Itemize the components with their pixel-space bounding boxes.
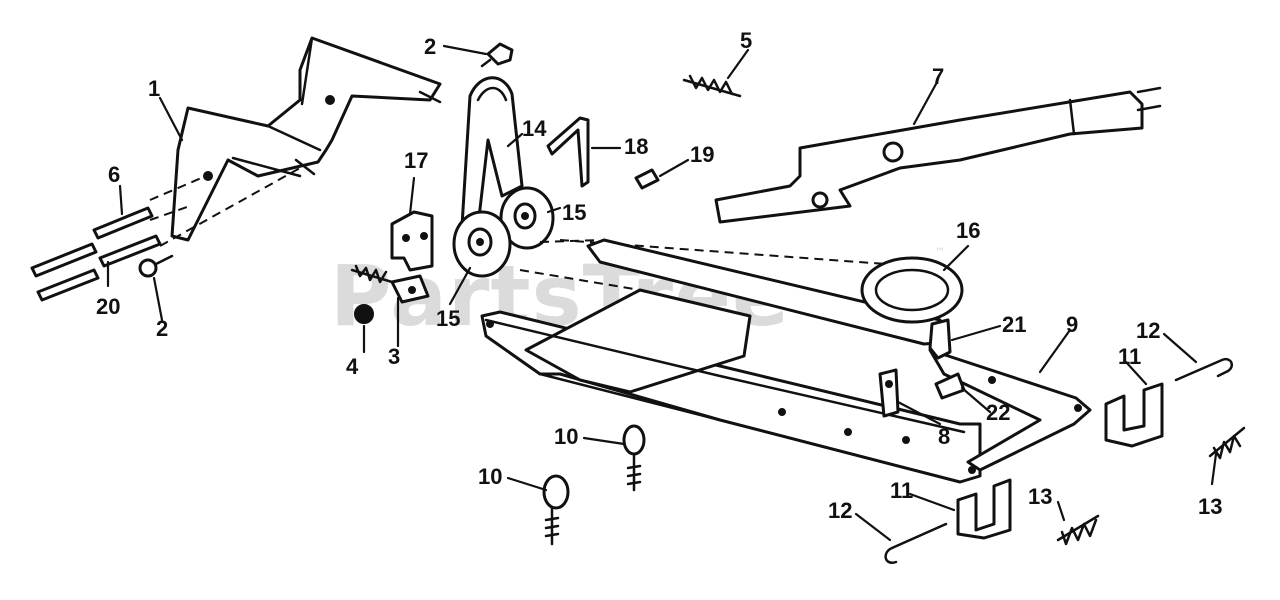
part-5-spring <box>682 74 742 98</box>
part-19-fitting <box>634 168 660 190</box>
callout-5: 5 <box>740 28 752 53</box>
part-4-nut <box>354 304 374 324</box>
part-20-pins <box>30 234 162 302</box>
part-16-spring <box>860 256 964 324</box>
callout-10-upper: 10 <box>554 424 578 449</box>
part-15-pulley-lower <box>452 210 512 278</box>
callout-19: 19 <box>690 142 714 167</box>
part-10-eyebolt-upper <box>622 424 646 492</box>
leader-lines <box>106 44 1218 542</box>
callout-2-lower: 2 <box>156 316 168 341</box>
part-6-pin <box>92 206 154 240</box>
part-10-eyebolt-lower <box>542 474 570 546</box>
callout-18: 18 <box>624 134 648 159</box>
part-9-frame <box>480 238 1092 484</box>
part-7-arm <box>714 86 1162 224</box>
callout-2-upper: 2 <box>424 34 436 59</box>
part-12-pin-right <box>1174 357 1234 382</box>
part-3-adjuster <box>350 264 430 304</box>
callout-12-lower: 12 <box>828 498 852 523</box>
callout-6: 6 <box>108 162 120 187</box>
part-11-bracket-lower <box>956 478 1012 540</box>
callout-17: 17 <box>404 148 428 173</box>
callout-14: 14 <box>522 116 547 141</box>
callout-20: 20 <box>96 294 120 319</box>
callout-7: 7 <box>932 64 944 89</box>
callout-15-lower: 15 <box>436 306 460 331</box>
part-8-bushing <box>878 368 900 418</box>
watermark-trademark: ™ <box>935 247 945 258</box>
part-2-bolt-upper <box>480 42 514 68</box>
part-2-bolt-lower <box>138 254 174 278</box>
callout-3: 3 <box>388 344 400 369</box>
callout-4: 4 <box>346 354 359 379</box>
part-14-belt <box>460 76 524 228</box>
part-11-bracket-right <box>1104 382 1164 448</box>
callout-8: 8 <box>938 424 950 449</box>
callout-16: 16 <box>956 218 980 243</box>
callout-21: 21 <box>1002 312 1026 337</box>
part-18-bracket <box>546 116 590 188</box>
part-22-pin <box>934 372 966 400</box>
part-1-bracket <box>149 36 442 247</box>
callout-22: 22 <box>986 400 1010 425</box>
callout-12-right: 12 <box>1136 318 1160 343</box>
part-13-spring-right <box>1208 426 1246 460</box>
part-17-bracket <box>390 210 434 272</box>
callout-11-right: 11 <box>1118 344 1141 369</box>
callout-15-right: 15 <box>562 200 586 225</box>
callout-13-right: 13 <box>1198 494 1222 519</box>
callout-13-lower: 13 <box>1028 484 1052 509</box>
callout-9: 9 <box>1066 312 1078 337</box>
callout-10-lower: 10 <box>478 464 502 489</box>
part-13-spring-lower <box>1056 514 1100 546</box>
part-15-pulley-upper <box>499 186 555 250</box>
callout-11-lower: 11 <box>890 478 913 503</box>
callout-1: 1 <box>148 76 160 101</box>
part-21-stud <box>928 318 952 360</box>
part-12-pin-lower <box>884 522 948 564</box>
